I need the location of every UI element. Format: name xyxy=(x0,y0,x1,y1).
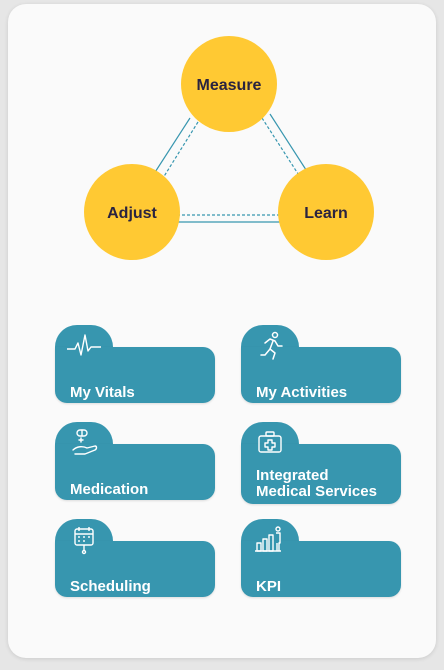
tile-kpi[interactable]: KPI xyxy=(241,519,401,605)
tile-label: My Vitals xyxy=(70,384,135,401)
measure-label: Measure xyxy=(197,77,262,94)
adjust-circle xyxy=(84,164,180,260)
tile-label: My Activities xyxy=(256,384,348,401)
running-person-icon xyxy=(260,331,283,360)
tile-medication[interactable]: Medication xyxy=(55,422,215,508)
tile-my-vitals[interactable]: My Vitals xyxy=(55,325,215,411)
cycle-connectors xyxy=(149,113,311,223)
learn-label: Learn xyxy=(304,205,348,222)
bar-chart-person-icon xyxy=(255,526,281,552)
calendar-icon xyxy=(74,527,94,555)
tile-label: Scheduling xyxy=(70,578,151,595)
tile-scheduling[interactable]: Scheduling xyxy=(55,519,215,605)
tile-my-activities[interactable]: My Activities xyxy=(241,325,401,411)
medical-kit-icon xyxy=(258,431,282,453)
tile-label: KPI xyxy=(256,578,282,595)
tile-label: Integrated Medical Services xyxy=(256,467,377,500)
heartbeat-icon xyxy=(67,334,101,356)
connector-measure-learn-dashed xyxy=(261,117,303,181)
measure-learn-adjust-cycle: Measure Adjust Learn xyxy=(84,36,374,260)
learn-circle xyxy=(278,164,374,260)
connector-measure-adjust-dashed xyxy=(157,121,199,187)
connector-measure-adjust xyxy=(149,117,191,181)
measure-circle xyxy=(181,36,277,132)
tile-label: Medication xyxy=(70,481,149,498)
connector-measure-learn xyxy=(269,113,311,177)
medicine-hand-icon xyxy=(72,429,98,455)
tile-integrated-medical-services[interactable]: Integrated Medical Services xyxy=(241,422,401,508)
adjust-label: Adjust xyxy=(107,205,157,222)
